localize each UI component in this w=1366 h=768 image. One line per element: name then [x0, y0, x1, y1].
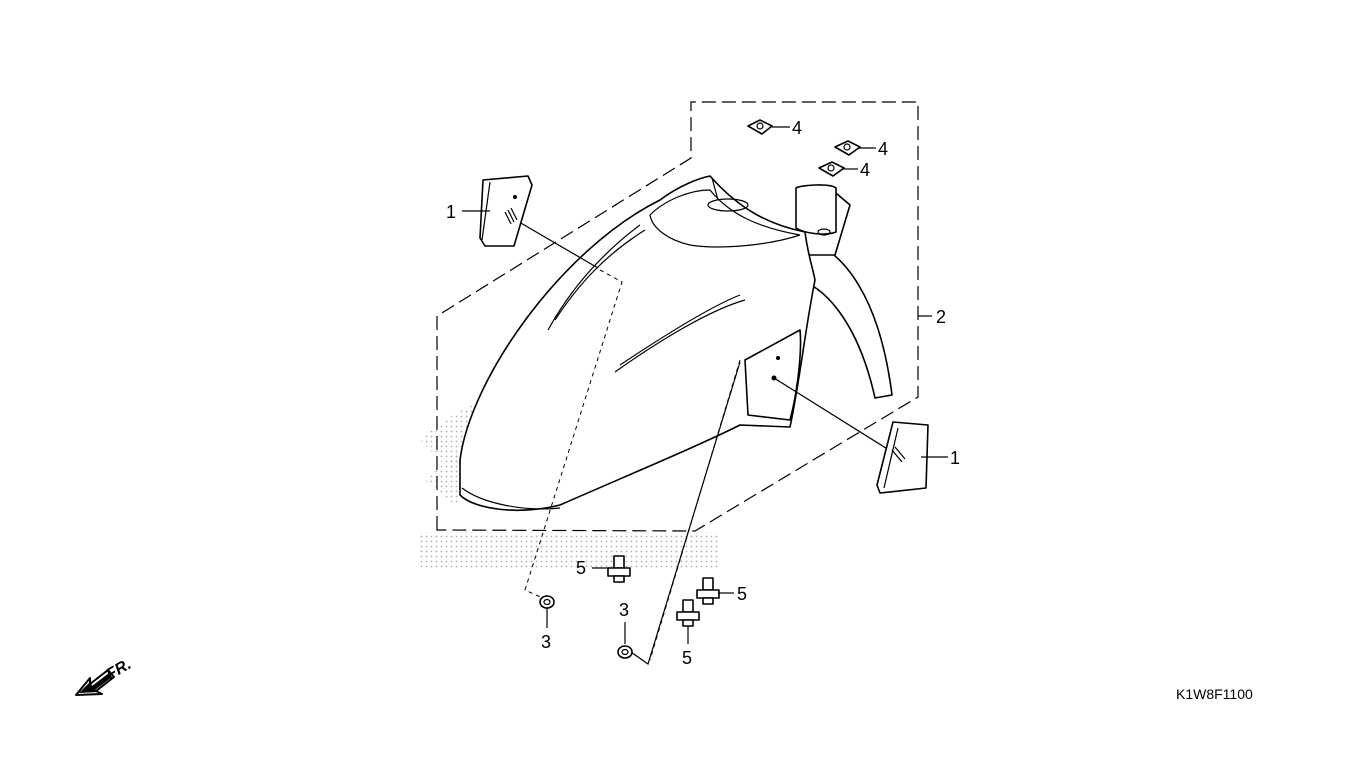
bolt-5a — [607, 555, 631, 583]
bolt-5b — [696, 577, 720, 605]
callout-3-left: 3 — [541, 632, 551, 652]
reflector-right — [876, 421, 929, 494]
diagram-code: K1W8F1100 — [1176, 686, 1253, 702]
callout-4-middle: 4 — [878, 139, 888, 159]
callout-2: 2 — [936, 307, 946, 327]
nut-4a — [747, 119, 773, 135]
nut-4b — [834, 140, 861, 156]
grommet-3b — [617, 645, 633, 659]
callout-5-left: 5 — [576, 558, 586, 578]
callout-3-right: 3 — [619, 600, 629, 620]
bolt-5c — [676, 599, 700, 627]
assembly-boundary — [436, 101, 919, 532]
callout-5-bottom: 5 — [682, 648, 692, 668]
grommet-3a — [539, 595, 555, 609]
callout-4-top: 4 — [792, 118, 802, 138]
front-direction-arrow-icon — [75, 669, 115, 696]
callout-5-right: 5 — [737, 584, 747, 604]
nut-4c — [818, 161, 845, 177]
callout-4-lower: 4 — [860, 160, 870, 180]
callout-1-right: 1 — [950, 448, 960, 468]
install-guide-left — [524, 269, 623, 601]
front-fender — [459, 175, 893, 511]
callout-1-upper: 1 — [446, 202, 456, 222]
